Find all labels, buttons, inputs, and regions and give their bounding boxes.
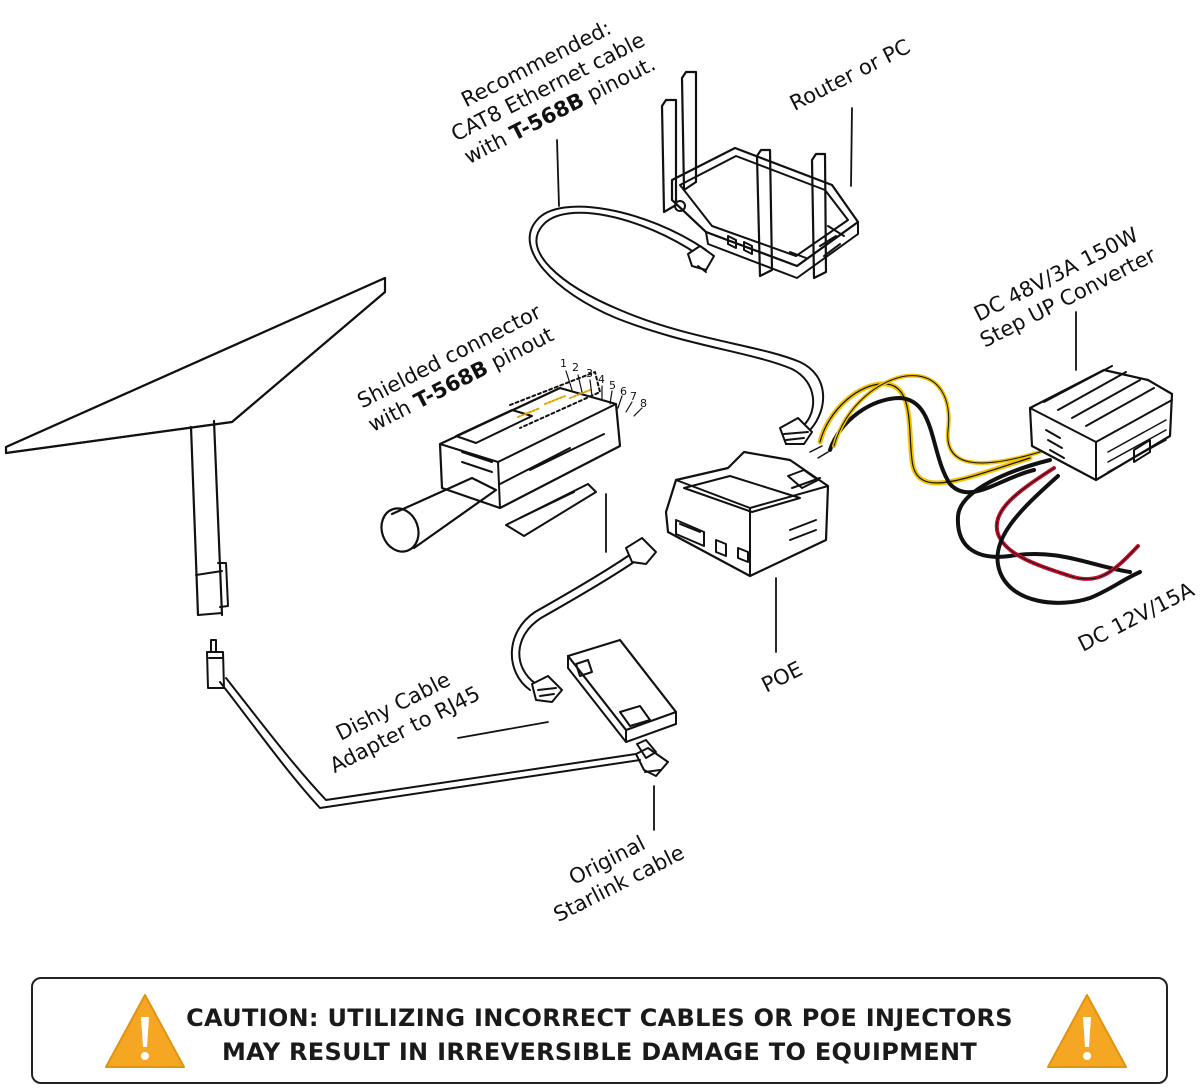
satellite-dish-icon	[4, 276, 387, 689]
adapter-body-icon	[566, 638, 678, 743]
caution-text: CAUTION: UTILIZING INCORRECT CABLES OR P…	[183, 1001, 1016, 1069]
rj45-connector-icon	[380, 370, 643, 553]
pin-number-7: 7	[630, 390, 637, 403]
pin-number-3: 3	[586, 367, 593, 380]
pin-number-5: 5	[609, 379, 616, 392]
leader-lines	[457, 107, 1077, 831]
starlink-cable	[219, 677, 669, 809]
warning-triangle-icon	[105, 994, 185, 1068]
pin-number-2: 2	[572, 361, 579, 374]
pin-number-8: 8	[640, 397, 647, 410]
step-up-converter-icon	[1028, 365, 1174, 482]
ethernet-cable	[528, 205, 824, 445]
pin-number-6: 6	[620, 385, 627, 398]
caution-line2: MAY RESULT IN IRREVERSIBLE DAMAGE TO EQU…	[221, 1038, 978, 1066]
power-wires	[809, 373, 1142, 605]
caution-banner: CAUTION: UTILIZING INCORRECT CABLES OR P…	[31, 977, 1168, 1084]
dishy-adapter-cable	[510, 537, 657, 703]
pin-number-4: 4	[598, 373, 605, 386]
caution-line1: CAUTION: UTILIZING INCORRECT CABLES OR P…	[186, 1004, 1013, 1032]
router-icon	[660, 70, 860, 280]
warning-triangle-icon	[1047, 994, 1127, 1068]
pin-number-1: 1	[560, 357, 567, 370]
poe-injector-icon	[664, 450, 830, 578]
